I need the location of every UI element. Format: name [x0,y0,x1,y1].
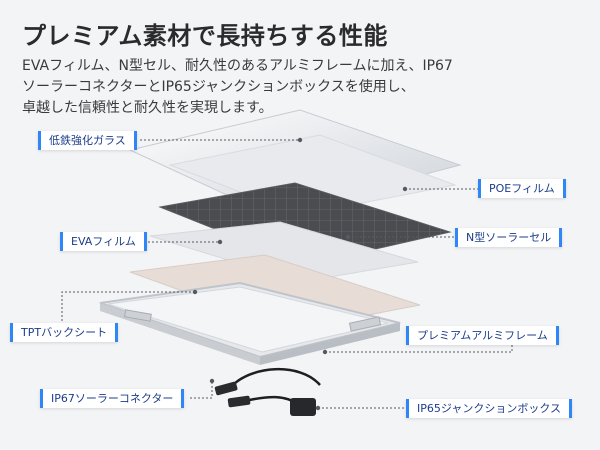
aluminium-frame [99,281,401,365]
description-line: EVAフィルム、N型セル、耐久性のあるアルミフレームに加え、IP67 [22,58,453,74]
label-junction-box: IP65ジャンクションボックス [406,399,572,418]
connector-and-junction-box [214,367,321,416]
leader-dots [192,137,408,411]
label-tpt-backsheet: TPTバックシート [10,323,119,342]
label-aluminium-frame: プレミアムアルミフレーム [406,326,559,345]
description-line: ソーラーコネクターとIP65ジャンクションボックスを使用し、 [22,79,415,95]
label-connector: IP67ソーラーコネクター [40,389,185,408]
label-poe-film: POEフィルム [478,179,566,198]
description: EVAフィルム、N型セル、耐久性のあるアルミフレームに加え、IP67 ソーラーコ… [22,56,522,119]
page-title: プレミアム素材で長持ちする性能 [22,22,388,50]
label-eva-film: EVAフィルム [60,232,147,251]
description-line: 卓越した信頼性と耐久性を実現します。 [22,100,273,116]
label-glass: 低鉄強化ガラス [38,131,137,150]
label-solar-cell: N型ソーラーセル [455,228,563,247]
